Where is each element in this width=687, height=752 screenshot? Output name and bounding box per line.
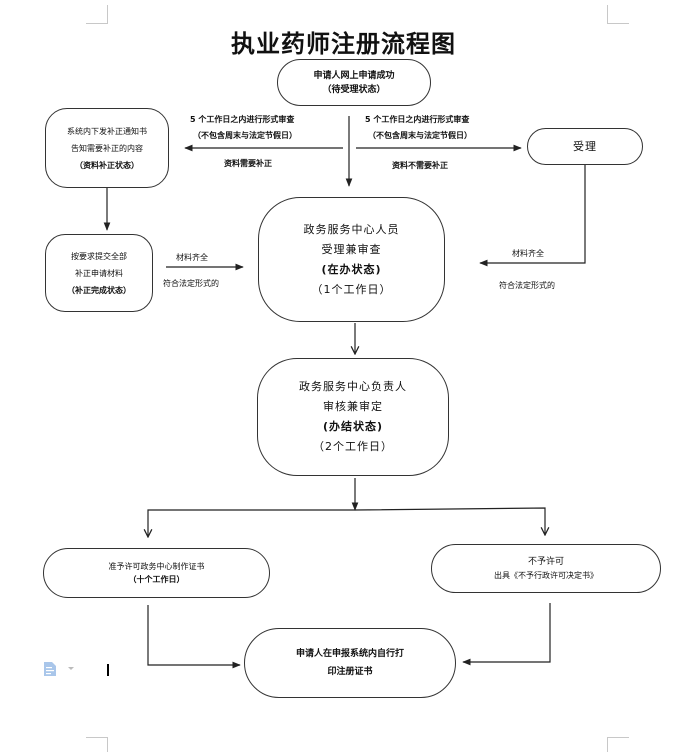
node-status: (在办状态): [321, 262, 382, 276]
edge-label-review-period: 5 个工作日之内进行形式审查: [365, 115, 470, 124]
edge-label-materials-complete: 材料齐全: [512, 249, 544, 258]
edge-label-no-correction: 资料不需要补正: [392, 161, 448, 170]
node-text: 受理: [573, 139, 597, 153]
edge-label-excluding-holidays: （不包含周末与法定节假日）: [368, 131, 472, 140]
edge-label-excluding-holidays: （不包含周末与法定节假日）: [193, 131, 297, 140]
node-application-submitted: 申请人网上申请成功 （待受理状态）: [277, 59, 431, 106]
node-deny-permit: 不予许可 出具《不予行政许可决定书》: [431, 544, 661, 593]
node-status: （待受理状态）: [322, 84, 386, 95]
paste-options-icon[interactable]: [43, 661, 57, 677]
arrow-branch-to-grant: [148, 509, 355, 537]
node-status: （资料补正状态）: [75, 160, 139, 170]
dropdown-caret-icon[interactable]: [68, 667, 74, 670]
node-text: 按要求提交全部: [71, 251, 127, 261]
arrow-accept-to-review: [479, 165, 586, 267]
node-text: 告知需要补正的内容: [71, 143, 143, 153]
arrow-grant-to-print: [147, 605, 241, 669]
arrow-deny-to-print: [462, 603, 551, 666]
node-print-certificate: 申请人在申报系统内自行打 印注册证书: [244, 628, 456, 698]
node-duration: （十个工作日）: [128, 575, 185, 584]
node-center-review: 政务服务中心人员 受理兼审查 (在办状态) （1个工作日）: [258, 197, 445, 322]
node-text: 补正申请材料: [75, 268, 123, 278]
node-text: 受理兼审查: [321, 242, 382, 256]
node-text: 申请人网上申请成功: [313, 70, 395, 81]
node-resubmit-materials: 按要求提交全部 补正申请材料 （补正完成状态）: [45, 234, 153, 312]
edge-label-legal-form: 符合法定形式的: [499, 281, 555, 290]
edge-label-materials-complete: 材料齐全: [176, 253, 208, 262]
node-text: 不予许可: [527, 557, 564, 567]
edge-label-needs-correction: 资料需要补正: [224, 159, 272, 168]
node-text: 出具《不予行政许可决定书》: [494, 571, 598, 580]
page-corner-mark-top-right: [607, 5, 629, 24]
node-text: 印注册证书: [327, 667, 373, 677]
node-duration: （2个工作日）: [313, 440, 393, 453]
edge-label-review-period: 5 个工作日之内进行形式审查: [190, 115, 295, 124]
arrow-branch-to-deny: [354, 507, 545, 535]
node-duration: （1个工作日）: [311, 282, 392, 296]
node-grant-permit: 准予许可政务中心制作证书 （十个工作日）: [43, 548, 270, 598]
node-head-approval: 政务服务中心负责人 审核兼审定 (办结状态) （2个工作日）: [257, 358, 449, 476]
node-text: 准予许可政务中心制作证书: [108, 562, 205, 571]
node-accept: 受理: [527, 128, 643, 165]
edge-label-legal-form: 符合法定形式的: [163, 279, 219, 288]
page-corner-mark-bottom-left: [86, 737, 108, 752]
node-text: 系统内下发补正通知书: [67, 126, 147, 136]
node-text: 政务服务中心负责人: [299, 380, 407, 393]
page-corner-mark-bottom-right: [607, 737, 629, 752]
page-corner-mark-top-left: [86, 5, 108, 24]
node-status: （补正完成状态）: [67, 285, 131, 295]
flowchart-title: 执业药师注册流程图: [231, 30, 456, 58]
node-correction-notice: 系统内下发补正通知书 告知需要补正的内容 （资料补正状态）: [45, 108, 169, 188]
node-status: (办结状态): [322, 420, 384, 433]
node-text: 政务服务中心人员: [303, 222, 400, 236]
node-text: 审核兼审定: [323, 400, 383, 413]
node-text: 申请人在申报系统内自行打: [295, 649, 404, 659]
text-cursor: [107, 664, 109, 676]
